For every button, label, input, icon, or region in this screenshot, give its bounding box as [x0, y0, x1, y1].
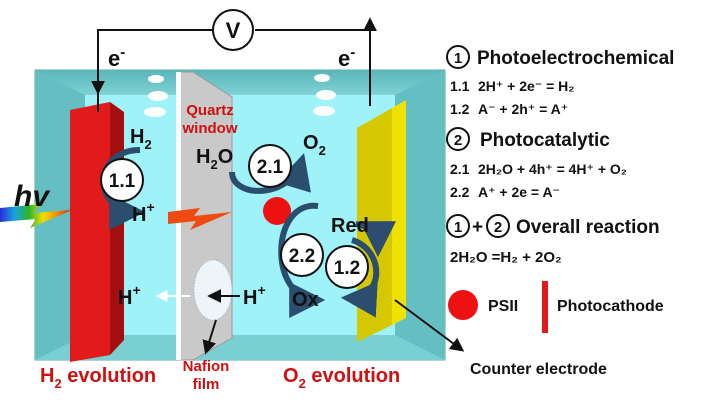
legend-eq-1-2: A⁻ + 2h⁺ = A⁺ — [478, 101, 568, 117]
bubble — [148, 91, 168, 101]
legend-overall-circle-2 — [486, 214, 510, 238]
electron-label-left: e- — [108, 44, 125, 71]
photocathode-side — [110, 102, 124, 355]
nafion-film-patch — [193, 259, 233, 321]
hv-label: hv — [14, 180, 51, 213]
counter-electrode-side — [392, 100, 406, 325]
legend-overall-plus: + — [472, 217, 483, 238]
step-label-1-2: 1.2 — [334, 258, 360, 279]
step-badge-1-1 — [100, 158, 144, 202]
legend-overall-eq: 2H₂O =H₂ + 2O₂ — [450, 249, 562, 266]
legend-overall-circle-1 — [446, 214, 470, 238]
h-plus-mid: H+ — [243, 282, 266, 309]
legend-eq-1-1: 2H⁺ + 2e⁻ = H₂ — [478, 78, 575, 94]
h2-evolution-label: H2 evolution — [40, 365, 156, 391]
nafion-pointer — [202, 319, 217, 355]
gas-bubbles — [144, 74, 336, 117]
voltmeter — [212, 9, 254, 51]
bubble — [316, 90, 336, 100]
legend-photocathode-bar — [542, 281, 548, 333]
legend-eq-2-2-num: 2.2 — [450, 184, 470, 200]
bubble — [144, 107, 166, 117]
legend-overall-circle-1-label: 1 — [454, 219, 462, 236]
cell-top-wall — [35, 70, 445, 95]
light-bolt-red — [168, 208, 232, 230]
legend-psii-dot — [448, 290, 478, 320]
legend-overall-reaction: Overall reaction — [516, 217, 660, 238]
h2o-label: H2O — [196, 146, 233, 172]
photocathode-face — [70, 102, 110, 362]
legend-circle-1-label: 1 — [454, 50, 462, 67]
light-bolt-rainbow — [0, 204, 72, 228]
legend-photocatalytic: Photocatalytic — [480, 130, 610, 151]
legend-eq-2-1: 2H₂O + 4h⁺ = 4H⁺ + O₂ — [478, 161, 627, 177]
bubble — [314, 74, 330, 82]
ox-label: Ox — [292, 289, 319, 311]
legend-overall-circle-2-label: 2 — [494, 219, 502, 236]
legend-eq-1-1-num: 1.1 — [450, 78, 470, 94]
o2-label: O2 — [303, 132, 326, 158]
legend-photoelectrochemical: Photoelectrochemical — [477, 48, 674, 69]
cell-right-wall — [395, 70, 445, 360]
voltmeter-label: V — [226, 18, 241, 43]
photocathode — [70, 102, 124, 362]
cycle-arrow-2-1 — [229, 153, 311, 194]
step-label-1-1: 1.1 — [109, 171, 136, 192]
h2-label: H2 — [130, 126, 152, 152]
cell-bottom-wall — [35, 335, 445, 360]
legend-eq-1-2-num: 1.2 — [450, 101, 470, 117]
counter-electrode-label: Counter electrode — [470, 361, 607, 378]
legend-panel: 1 Photoelectrochemical 1.1 2H⁺ + 2e⁻ = H… — [446, 45, 674, 333]
counter-electrode-pointer — [394, 299, 465, 352]
legend-circle-2-label: 2 — [454, 132, 462, 149]
legend-circle-1 — [446, 45, 470, 69]
step-badge-2-1 — [248, 144, 292, 188]
external-circuit: V — [91, 9, 377, 112]
bubble — [313, 106, 335, 116]
legend-psii-label: PSII — [488, 298, 518, 315]
step-label-2-1: 2.1 — [257, 157, 284, 178]
h-plus-bottom-left: H+ — [118, 282, 141, 309]
legend-photocathode-label: Photocathode — [557, 298, 664, 315]
legend-eq-2-1-num: 2.1 — [450, 161, 470, 177]
bubble — [148, 75, 164, 83]
legend-eq-2-2: A⁺ + 2e = A⁻ — [478, 184, 560, 200]
step-badge-1-2 — [325, 245, 369, 289]
o2-evolution-label: O2 evolution — [283, 365, 400, 391]
step-badge-2-2 — [280, 233, 324, 277]
cycle-arrow-1-2-return — [355, 221, 396, 258]
electron-label-right: e- — [338, 44, 355, 71]
light-input: hv — [0, 180, 232, 230]
red-label: Red — [331, 215, 369, 237]
step-label-2-2: 2.2 — [289, 246, 315, 267]
h-plus-left: H+ — [132, 199, 155, 226]
psii-particle — [263, 197, 291, 225]
legend-circle-2 — [446, 127, 470, 151]
